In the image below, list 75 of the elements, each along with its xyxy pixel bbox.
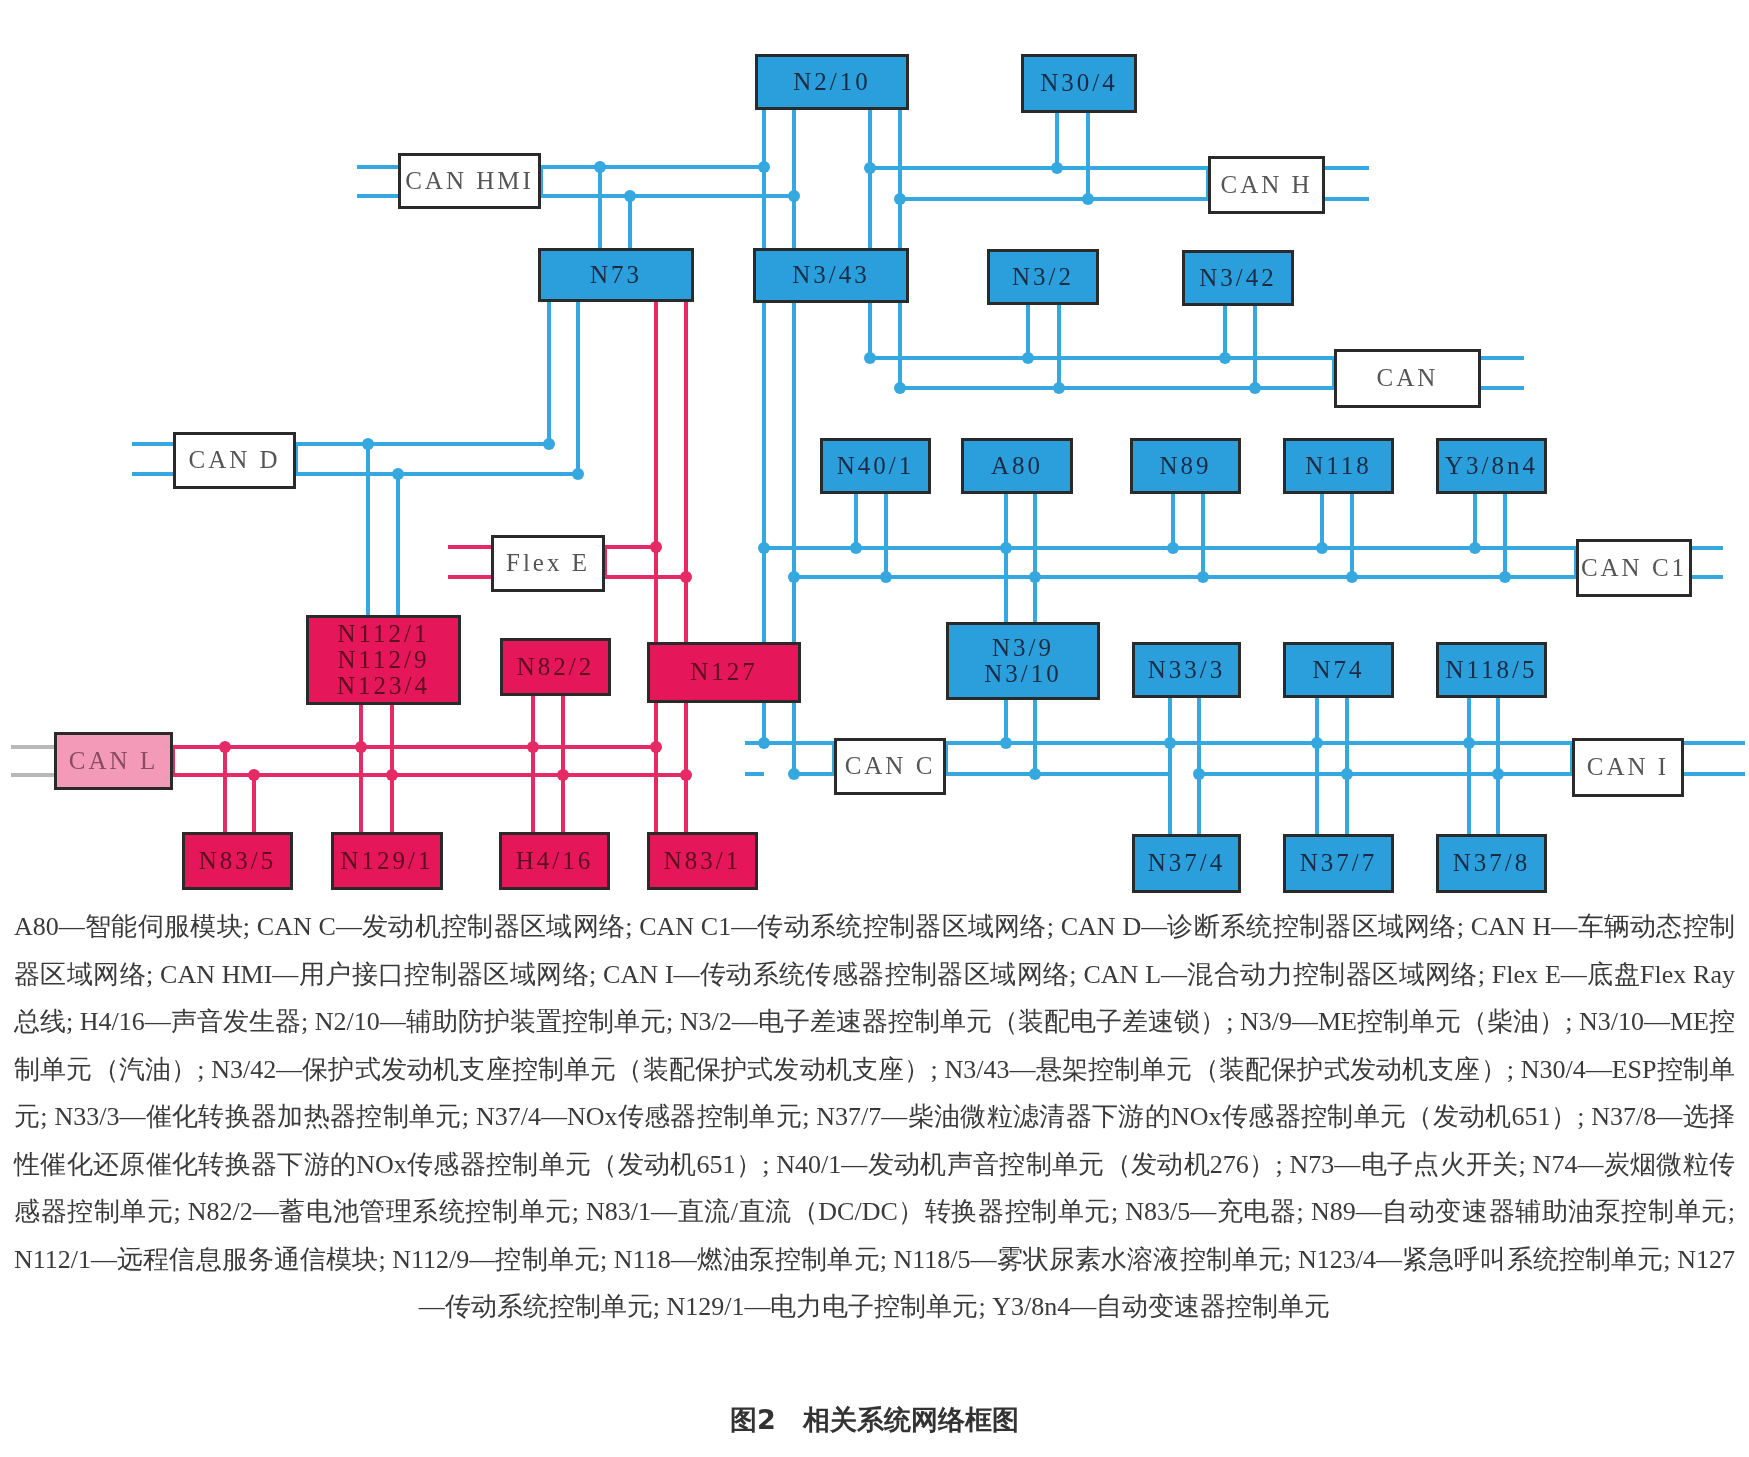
unit-code: N3/43 [792, 262, 870, 289]
unit-code: N40/1 [836, 452, 915, 480]
bus-box [834, 738, 946, 795]
control-unit-box [946, 622, 1100, 700]
control-unit-box [331, 832, 443, 890]
unit-code: CAN H [1220, 171, 1313, 199]
unit-code: N127 [690, 659, 758, 686]
bus-box [398, 153, 541, 209]
control-unit-box [1283, 834, 1394, 893]
unit-code: N3/2 [1012, 263, 1074, 291]
control-unit-box [182, 832, 293, 890]
unit-code: N112/1 [337, 620, 430, 647]
unit-code: N37/4 [1147, 850, 1226, 877]
legend-paragraph: A80—智能伺服模块; CAN C—发动机控制器区域网络; CAN C1—传动系统控制器区域网络; CAN D—诊断系统控制器区域网络; CAN H—车辆动态控制器区域网络; CAN HMI—用户接口控制器区域网络; CAN I—传动系统传感器控制器区域网络; CAN L—混合动力控制器区域网络; Flex E—底盘Flex Ray总线; H4/16—声音发生器; N2/10—辅助防护装置控制单元; N3/2—电子差速器控制单元（装配电子差速锁）; N3/9—ME控制单元（柴油）; N3/10—ME控制单元（汽油）; N3/42—保护式发动机支座控制单元（装配保护式发动机支座）; N3/43—悬架控制单元（装配保护式发动机支座）; N30/4—ESP控制单元; N33/3—催化转换器加热器控制单元; N37/4—NOx传感器控制单元; N37/7—柴油微粒滤清器下游的NOx传感器控制单元（发动机651）; N37/8—选择性催化还原催化转换器下游的NOx传感器控制单元（发动机651）; N40/1—发动机声音控制单元（发动机276）; N73—电子点火开关; N74—炭烟微粒传感器控制单元; N82/2—蓄电池管理系统控制单元; N83/1—直流/直流（DC/DC）转换器控制单元; N83/5—充电器; N89—自动变速器辅助油泵控制单元; N112/1—远程信息服务通信模块; N112/9—控制单元; N118—燃油泵控制单元; N118/5—雾状尿素水溶液控制单元; N123/4—紧急呼叫系统控制单元; N127—传动系统控制单元; N129/1—电力电子控制单元; Y3/8n4—自动变速器控制单元 [14, 911, 1735, 1323]
control-unit-box [1283, 642, 1394, 698]
control-unit-box [961, 438, 1073, 494]
control-unit-box [306, 615, 461, 705]
control-unit-box [1132, 834, 1241, 893]
control-unit-box [647, 642, 801, 703]
control-unit-box [1436, 642, 1547, 698]
bus-wire [762, 701, 836, 776]
unit-code: CAN L [68, 747, 159, 775]
control-unit-box [1130, 438, 1241, 494]
control-unit-box [1283, 438, 1394, 494]
control-unit-box [753, 248, 909, 303]
unit-code: N2/10 [793, 68, 871, 96]
unit-code: N89 [1159, 452, 1212, 480]
unit-code: N30/4 [1040, 70, 1118, 97]
bus-box [1334, 349, 1481, 408]
unit-code: N37/8 [1452, 850, 1531, 877]
figure-caption: 图2 相关系统网络框图 [729, 1403, 1020, 1437]
unit-code: N74 [1312, 656, 1365, 684]
bus-box [54, 732, 173, 790]
unit-code: N112/9 [337, 646, 430, 674]
control-unit-box [1182, 250, 1294, 306]
unit-code: N83/1 [663, 847, 742, 875]
control-unit-box [987, 249, 1099, 305]
unit-code: CAN C [844, 753, 936, 780]
unit-code: Y3/8n4 [1445, 452, 1538, 480]
unit-code: A80 [990, 452, 1044, 480]
control-unit-box [538, 248, 694, 302]
unit-code: N82/2 [516, 653, 595, 681]
unit-code: N123/4 [337, 673, 430, 700]
unit-code: H4/16 [515, 847, 594, 875]
unit-code: N3/10 [984, 661, 1062, 688]
control-unit-box [820, 438, 931, 494]
unit-code: N37/7 [1299, 850, 1378, 877]
control-unit-box [1436, 834, 1547, 893]
control-unit-box [500, 638, 611, 696]
control-unit-box [1436, 438, 1547, 494]
unit-code: N118/5 [1445, 656, 1538, 684]
bus-box [491, 535, 605, 592]
unit-code: CAN HMI [405, 167, 534, 195]
control-unit-box [1132, 642, 1241, 698]
unit-code: CAN I [1586, 754, 1670, 781]
control-unit-box [647, 832, 758, 890]
unit-code: CAN [1376, 365, 1439, 392]
unit-code: N129/1 [340, 847, 434, 875]
control-unit-box [1021, 54, 1137, 113]
bus-wire [944, 698, 1037, 776]
bus-box [173, 432, 296, 489]
bus-box [1208, 156, 1325, 214]
bus-box [1572, 738, 1684, 797]
control-unit-box [755, 54, 909, 110]
bus-box [1576, 539, 1692, 597]
unit-code: N33/3 [1147, 656, 1226, 684]
unit-code: N3/42 [1199, 264, 1277, 292]
control-unit-box [499, 832, 610, 890]
unit-code: N83/5 [198, 847, 277, 875]
unit-code: N3/9 [992, 634, 1054, 661]
unit-code: N73 [589, 261, 643, 289]
unit-code: CAN C1 [1580, 554, 1688, 582]
unit-code: CAN D [188, 447, 281, 474]
unit-code: Flex E [506, 550, 590, 577]
unit-code: N118 [1305, 452, 1372, 480]
